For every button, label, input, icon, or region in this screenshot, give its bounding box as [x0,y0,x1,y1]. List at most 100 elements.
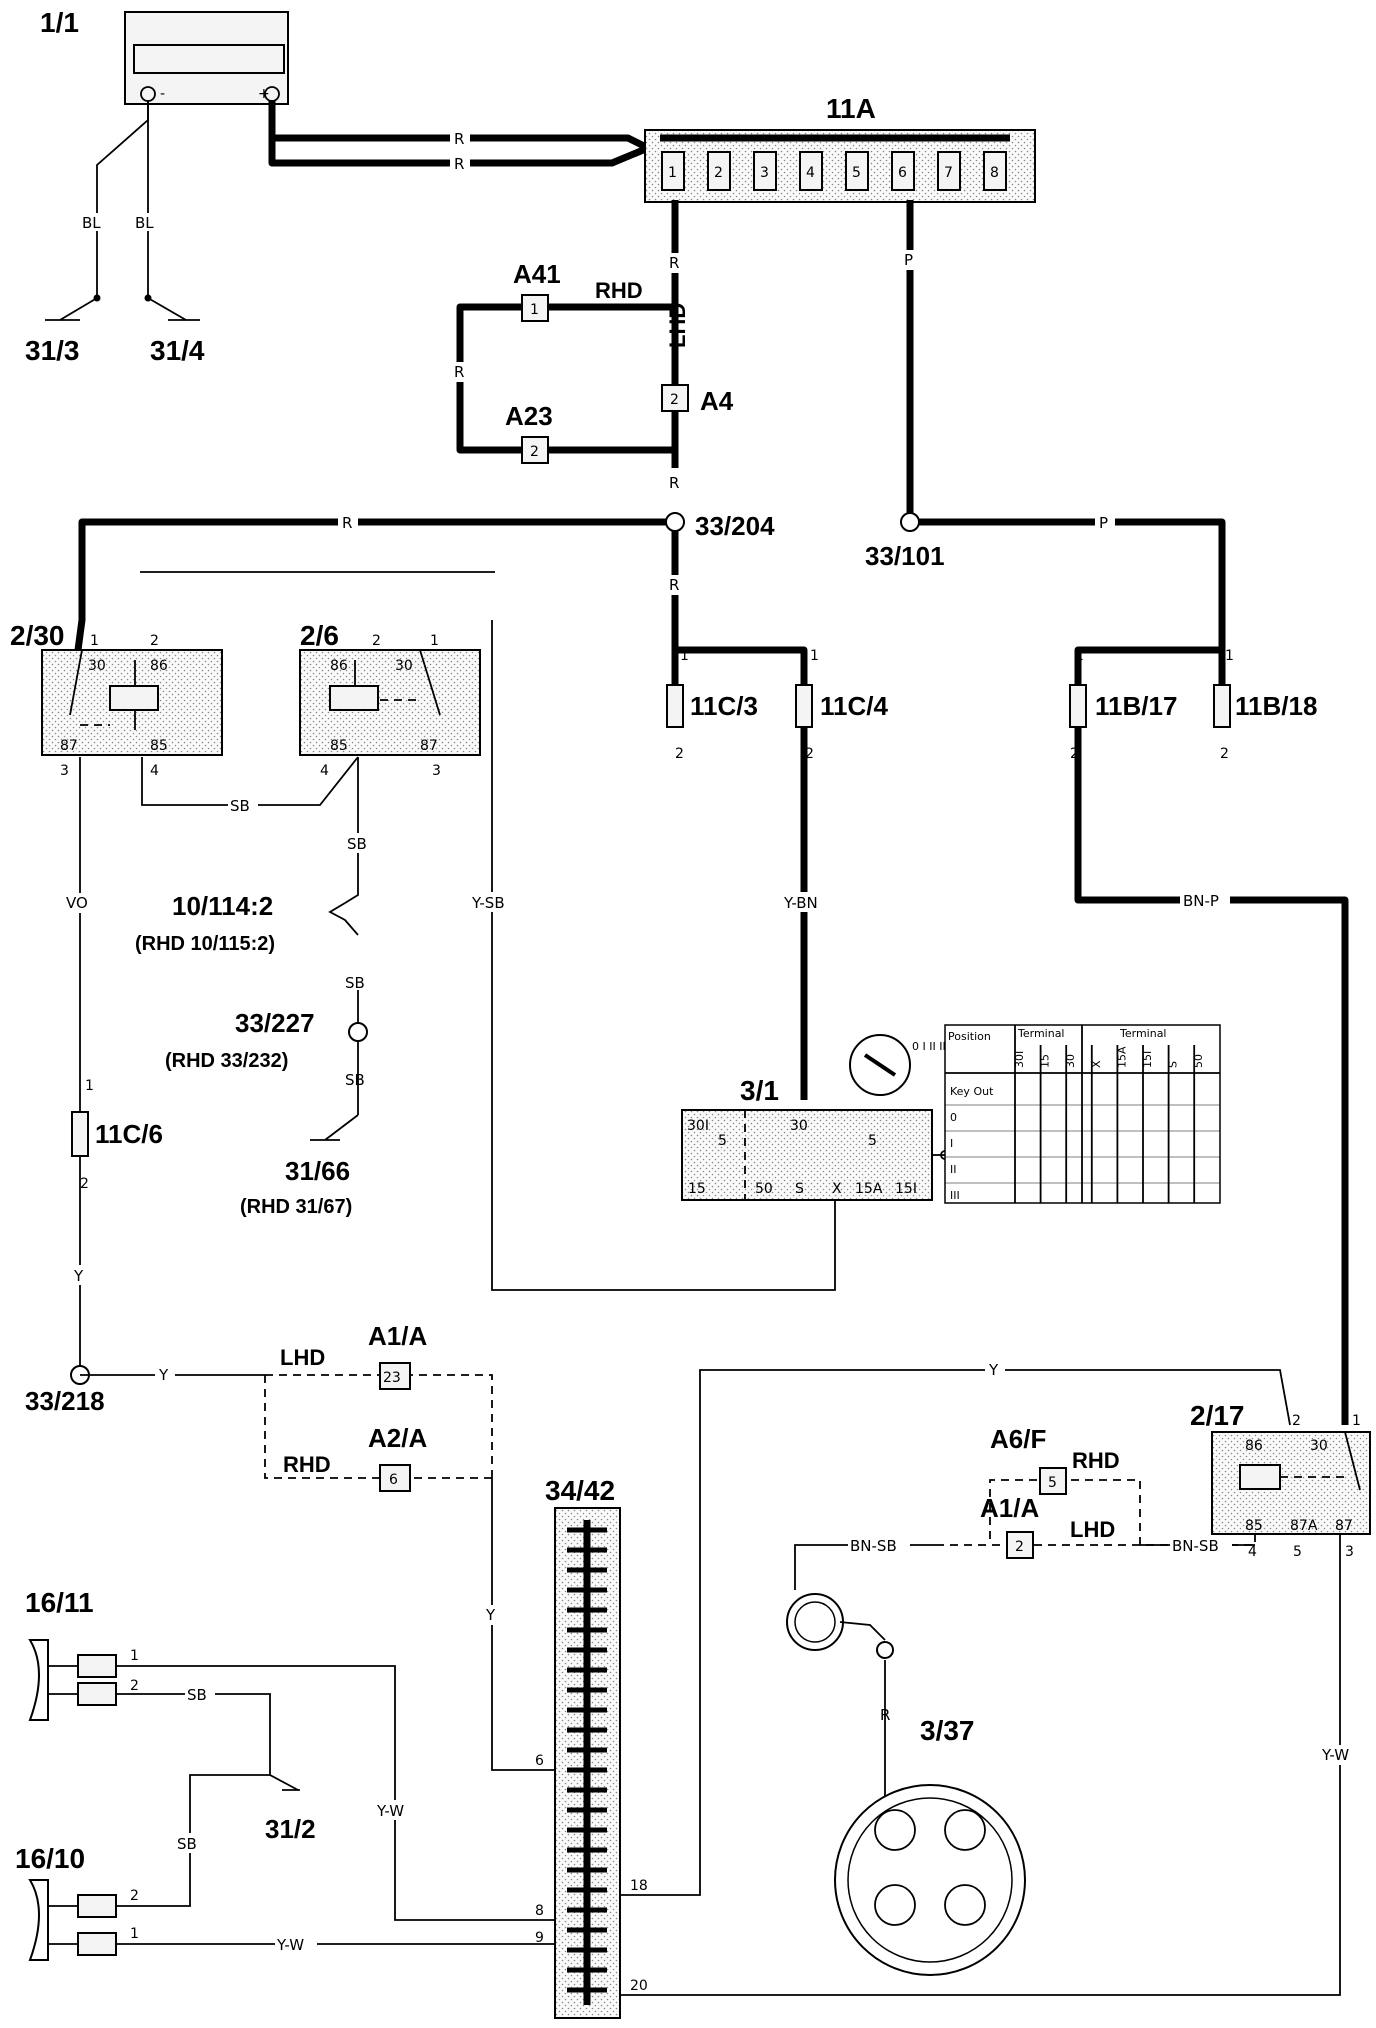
wire-label-sb: SB [347,835,367,853]
key-ring-positions: 0 I II III [912,1040,949,1053]
fuse-number: 1 [668,165,677,181]
pin-label: X [832,1181,842,1197]
table-row-label: 0 [950,1111,957,1124]
pin-label: 2 [805,746,814,762]
ground-31-4: 31/4 [150,335,205,366]
pin-label: 4 [1248,1544,1257,1560]
lhd-label-3: LHD [1070,1517,1115,1542]
pin-label: 3 [432,763,441,779]
wire-label-bl: BL [135,214,154,232]
battery: - + [124,11,289,105]
pin-label: 1 [680,648,689,664]
ground-31-2: 31/2 [265,1814,316,1844]
pin-label: 15 [688,1181,706,1197]
pin-label: 3 [60,763,69,779]
sensor-16-11 [28,1639,117,1721]
fuse-11b18-label: 11B/18 [1235,691,1317,721]
fuse-11c3-label: 11C/3 [690,691,758,721]
table-header: Terminal [1017,1027,1065,1040]
wire-y-w-pin20 [620,1505,1341,1996]
pin-label: 6 [535,1753,544,1769]
pin-label: 2 [1220,746,1229,762]
pin-label: 2 [80,1176,89,1192]
a4-label: A4 [700,386,734,416]
pin-label: 85 [1245,1518,1263,1534]
fuse-11c6-label: 11C/6 [95,1119,163,1149]
pin-label: 2 [1015,1539,1024,1555]
fuse-number: 6 [898,165,907,181]
fuse-slot [845,151,869,191]
splice-33-218-label: 33/218 [25,1386,105,1416]
fuse-number: 5 [852,165,861,181]
fuse-number: 7 [944,165,953,181]
connector-a1a-2 [1006,1531,1034,1559]
connector-a23 [521,436,549,464]
table-col-header: 15I [1141,1051,1154,1068]
rhd-label-3: RHD [1072,1448,1120,1473]
table-col-header: 30I [1013,1051,1026,1068]
table-header: Terminal [1119,1027,1167,1040]
splice-33-227-label: 33/227 [235,1008,315,1038]
pin-label: 8 [535,1903,544,1919]
table-row-label: I [950,1137,953,1150]
pin-label: 5 [1048,1475,1057,1491]
wire-label-sb: SB [187,1686,207,1704]
fuse-slot [983,151,1007,191]
connector-10-114: 10/114:2 [172,891,273,921]
wire-label-y: Y [158,1366,169,1384]
fuse-slot [799,151,823,191]
connector-a2a-6 [379,1464,411,1492]
pin-label: 2 [1292,1413,1301,1429]
fuse-11b17-label: 11B/17 [1095,691,1177,721]
pin-label: 5 [868,1133,877,1149]
battery-label: 1/1 [40,7,79,38]
pin-label: 2 [372,633,381,649]
pin-label: 86 [1245,1438,1263,1454]
pin-label: 86 [150,658,168,674]
wire-label-ysb: Y-SB [471,894,505,912]
pin-label: 87 [1335,1518,1353,1534]
wire-label-bl: BL [82,214,101,232]
pin-label: 50 [755,1181,773,1197]
rhd-label-2: RHD [283,1452,331,1477]
splice-33-204 [665,512,685,532]
fuse-number: 3 [760,165,769,181]
pin-label: 2 [150,633,159,649]
wire-sb-10-114 [344,757,359,904]
wire-label-r: R [669,254,679,272]
pin-label: S [795,1181,804,1197]
pin-label: 20 [630,1978,648,1994]
wire-label-y: Y [485,1606,496,1624]
pin-label: 2 [130,1888,139,1904]
connector-10-114-rhd: (RHD 10/115:2) [135,933,275,955]
connector-a1a-23 [379,1362,411,1390]
relay-2-30-label: 2/30 [10,620,65,651]
relay-2-6: 86 30 85 87 2 1 4 3 [299,633,481,779]
pin-label: 2 [670,392,679,408]
relay-2-17: 86 30 85 87A 87 2 1 4 5 3 [1211,1413,1371,1560]
wire-label-r: R [454,130,464,148]
pin-label: 85 [330,738,348,754]
a1a-label: A1/A [368,1321,427,1351]
fuse-slot [891,151,915,191]
wire-label-p: P [904,251,913,269]
wire-label-r: R [880,1706,890,1724]
table-row-label: III [950,1189,960,1202]
socket-3-37 [834,1784,1026,1976]
wire-p [906,200,1226,695]
pin-label: 2 [530,444,539,460]
splice-33-101 [900,512,920,532]
pin-label: 85 [150,738,168,754]
sensor-16-11-label: 16/11 [25,1587,94,1618]
pin-label: 4 [150,763,159,779]
table-col-header: 15 [1039,1054,1052,1068]
pin-label: 1 [1225,648,1234,664]
pin-label: 3 [1345,1544,1354,1560]
fuse-11c-3: 1 2 [666,648,689,762]
lhd-label-2: LHD [280,1345,325,1370]
fuse-number: 2 [714,165,723,181]
svg-text:+: + [258,86,270,102]
